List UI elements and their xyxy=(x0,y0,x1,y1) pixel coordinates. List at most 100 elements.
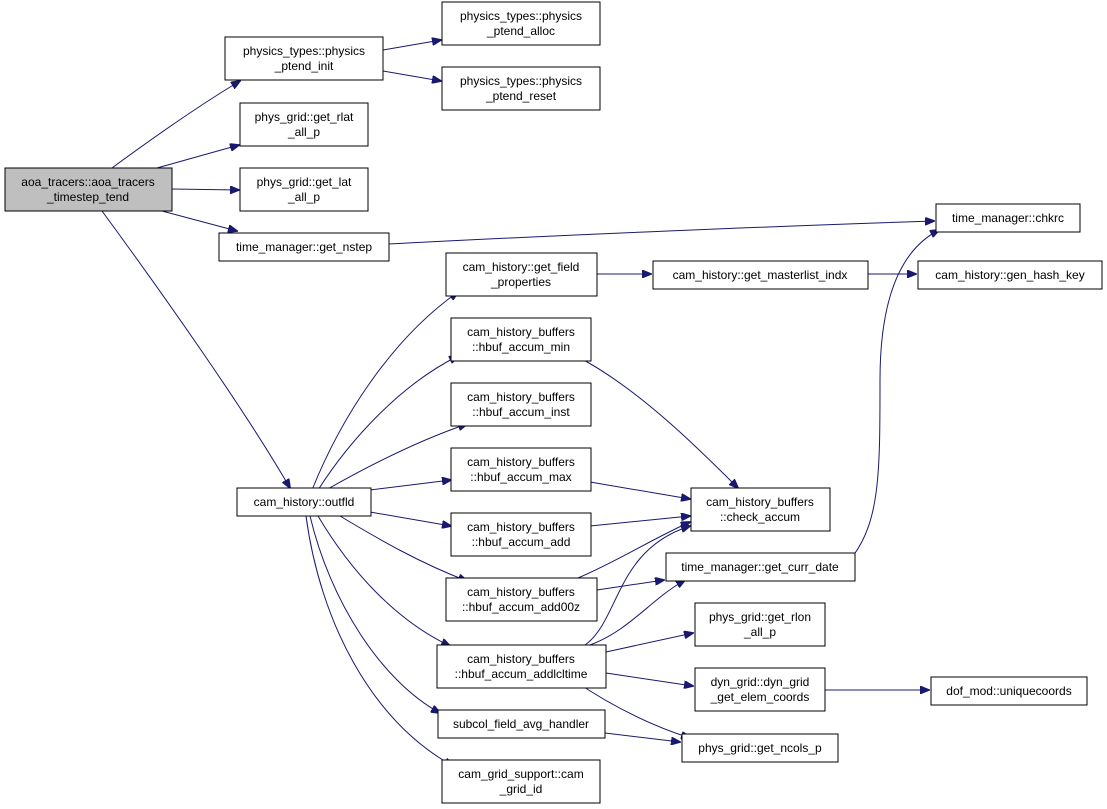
nodes: aoa_tracers::aoa_tracers _timestep_tend … xyxy=(4,1,1103,804)
node-get_ncols_p[interactable]: phys_grid::get_ncols_p xyxy=(681,733,839,763)
edge-outfld-hbuf_accum_addlcltime xyxy=(317,515,450,646)
node-hbuf_accum_min[interactable]: cam_history_buffers ::hbuf_accum_min xyxy=(450,317,592,362)
node-hbuf_accum_add[interactable]: cam_history_buffers ::hbuf_accum_add xyxy=(450,512,592,557)
node-root[interactable]: aoa_tracers::aoa_tracers _timestep_tend xyxy=(4,167,173,212)
edge-outfld-subcol_field_avg_handler xyxy=(309,515,440,713)
node-hbuf_accum_inst[interactable]: cam_history_buffers ::hbuf_accum_inst xyxy=(450,382,592,427)
node-dyn_grid_elem_coords[interactable]: dyn_grid::dyn_grid _get_elem_coords xyxy=(694,667,826,712)
node-ptend_reset-line-1: physics_types::physics xyxy=(460,74,582,88)
edge-subcol_field_avg_handler-get_ncols_p xyxy=(604,732,680,742)
node-gen_hash_key-line-1: cam_history::gen_hash_key xyxy=(935,268,1084,282)
node-uniquecoords-line-1: dof_mod::uniquecoords xyxy=(946,684,1071,698)
node-ptend_alloc-line-1: physics_types::physics xyxy=(460,9,582,23)
node-ptend_alloc[interactable]: physics_types::physics _ptend_alloc xyxy=(441,1,601,46)
node-get_nstep[interactable]: time_manager::get_nstep xyxy=(218,232,390,262)
node-uniquecoords[interactable]: dof_mod::uniquecoords xyxy=(930,676,1088,706)
node-hbuf_accum_min-line-1: cam_history_buffers xyxy=(467,325,575,339)
node-ptend_alloc-line-2: _ptend_alloc xyxy=(486,24,555,38)
edge-hbuf_accum_min-check_accum xyxy=(579,357,738,488)
node-get_rlat-line-1: phys_grid::get_rlat xyxy=(255,110,354,124)
node-check_accum-line-1: cam_history_buffers xyxy=(706,495,814,509)
node-ptend_init[interactable]: physics_types::physics _ptend_init xyxy=(224,36,384,81)
node-hbuf_accum_max[interactable]: cam_history_buffers ::hbuf_accum_max xyxy=(450,447,592,492)
node-ptend_init-line-1: physics_types::physics xyxy=(243,44,365,58)
node-hbuf_accum_add-line-2: ::hbuf_accum_add xyxy=(472,535,571,549)
edge-hbuf_accum_addlcltime-get_rlon xyxy=(605,633,693,653)
edge-hbuf_accum_addlcltime-check_accum xyxy=(584,526,690,646)
edge-hbuf_accum_addlcltime-get_ncols_p xyxy=(574,680,690,738)
node-dyn_grid_elem_coords-line-1: dyn_grid::dyn_grid xyxy=(711,675,810,689)
node-cam_grid_id-line-1: cam_grid_support::cam xyxy=(458,767,583,781)
edge-get_curr_date-chkrc xyxy=(852,230,939,557)
node-outfld[interactable]: cam_history::outfld xyxy=(236,487,372,517)
node-ptend_reset-line-2: _ptend_reset xyxy=(485,89,557,103)
node-get_ncols_p-line-1: phys_grid::get_ncols_p xyxy=(698,741,822,755)
node-get_masterlist_indx-line-1: cam_history::get_masterlist_indx xyxy=(673,268,848,282)
node-get_nstep-line-1: time_manager::get_nstep xyxy=(236,240,372,254)
node-get_lat[interactable]: phys_grid::get_lat _all_p xyxy=(239,167,369,212)
node-cam_grid_id-line-2: _grid_id xyxy=(499,782,543,796)
node-subcol_field_avg_handler-line-1: subcol_field_avg_handler xyxy=(453,717,589,731)
edge-outfld-hbuf_accum_min xyxy=(317,356,458,491)
node-check_accum[interactable]: cam_history_buffers ::check_accum xyxy=(690,487,831,532)
edge-get_nstep-chkrc xyxy=(388,221,934,245)
node-root-line-2: _timestep_tend xyxy=(46,190,129,204)
edge-root-ptend_init xyxy=(111,81,240,169)
node-check_accum-line-2: ::check_accum xyxy=(720,510,800,524)
node-get_curr_date-line-1: time_manager::get_curr_date xyxy=(681,560,839,574)
node-hbuf_accum_addlcltime-line-2: ::hbuf_accum_addlcltime xyxy=(455,667,588,681)
node-get_field_properties[interactable]: cam_history::get_field _properties xyxy=(445,252,598,297)
edge-ptend_init-ptend_reset xyxy=(382,70,441,81)
node-hbuf_accum_add00z-line-1: cam_history_buffers xyxy=(467,585,575,599)
node-hbuf_accum_min-line-2: ::hbuf_accum_min xyxy=(472,340,570,354)
node-hbuf_accum_add00z-line-2: ::hbuf_accum_add00z xyxy=(462,600,580,614)
node-chkrc[interactable]: time_manager::chkrc xyxy=(935,203,1081,233)
node-cam_grid_id[interactable]: cam_grid_support::cam _grid_id xyxy=(441,759,601,804)
node-get_rlon[interactable]: phys_grid::get_rlon _all_p xyxy=(694,602,826,647)
node-get_rlon-line-2: _all_p xyxy=(743,625,776,639)
edge-hbuf_accum_add00z-check_accum xyxy=(577,522,690,579)
edge-outfld-cam_grid_id xyxy=(305,515,453,766)
node-get_field_properties-line-2: _properties xyxy=(490,275,551,289)
edge-outfld-hbuf_accum_inst xyxy=(325,424,467,491)
edge-outfld-hbuf_accum_add xyxy=(369,511,451,526)
edge-hbuf_accum_addlcltime-get_curr_date xyxy=(589,580,685,646)
node-get_rlon-line-1: phys_grid::get_rlon xyxy=(709,610,811,624)
node-hbuf_accum_inst-line-1: cam_history_buffers xyxy=(467,390,575,404)
node-hbuf_accum_add00z[interactable]: cam_history_buffers ::hbuf_accum_add00z xyxy=(445,577,598,622)
edge-hbuf_accum_add00z-get_curr_date xyxy=(596,580,664,591)
node-get_field_properties-line-1: cam_history::get_field xyxy=(463,260,580,274)
node-root-line-1: aoa_tracers::aoa_tracers xyxy=(21,175,154,189)
node-hbuf_accum_inst-line-2: ::hbuf_accum_inst xyxy=(472,405,570,419)
edge-ptend_init-ptend_alloc xyxy=(382,40,441,51)
edge-root-get_rlat xyxy=(156,145,239,169)
node-get_curr_date[interactable]: time_manager::get_curr_date xyxy=(665,552,856,582)
edge-root-outfld xyxy=(101,210,290,488)
node-ptend_reset[interactable]: physics_types::physics _ptend_reset xyxy=(441,66,601,111)
node-hbuf_accum_addlcltime-line-1: cam_history_buffers xyxy=(467,652,575,666)
edge-hbuf_accum_max-check_accum xyxy=(589,481,690,499)
node-ptend_init-line-2: _ptend_init xyxy=(274,59,334,73)
node-hbuf_accum_max-line-2: ::hbuf_accum_max xyxy=(470,470,571,484)
node-get_lat-line-1: phys_grid::get_lat xyxy=(257,175,352,189)
node-dyn_grid_elem_coords-line-2: _get_elem_coords xyxy=(710,690,810,704)
edge-root-get_nstep xyxy=(161,210,237,231)
node-hbuf_accum_max-line-1: cam_history_buffers xyxy=(467,455,575,469)
edge-hbuf_accum_add-check_accum xyxy=(589,516,690,527)
edges xyxy=(101,40,939,766)
edge-hbuf_accum_addlcltime-dyn_grid_elem_coords xyxy=(605,672,693,686)
node-gen_hash_key[interactable]: cam_history::gen_hash_key xyxy=(917,260,1103,290)
node-get_masterlist_indx[interactable]: cam_history::get_masterlist_indx xyxy=(652,260,869,290)
edge-outfld-hbuf_accum_add00z xyxy=(339,515,467,581)
edge-root-get_lat xyxy=(171,189,239,190)
node-get_lat-line-2: _all_p xyxy=(287,190,320,204)
node-chkrc-line-1: time_manager::chkrc xyxy=(952,211,1064,225)
node-subcol_field_avg_handler[interactable]: subcol_field_avg_handler xyxy=(437,709,606,739)
node-outfld-line-1: cam_history::outfld xyxy=(254,495,355,509)
node-get_rlat[interactable]: phys_grid::get_rlat _all_p xyxy=(239,102,369,147)
node-hbuf_accum_addlcltime[interactable]: cam_history_buffers ::hbuf_accum_addlclt… xyxy=(436,644,607,689)
node-get_rlat-line-2: _all_p xyxy=(287,125,320,139)
node-hbuf_accum_add-line-1: cam_history_buffers xyxy=(467,520,575,534)
edge-outfld-get_field_properties xyxy=(311,292,458,491)
